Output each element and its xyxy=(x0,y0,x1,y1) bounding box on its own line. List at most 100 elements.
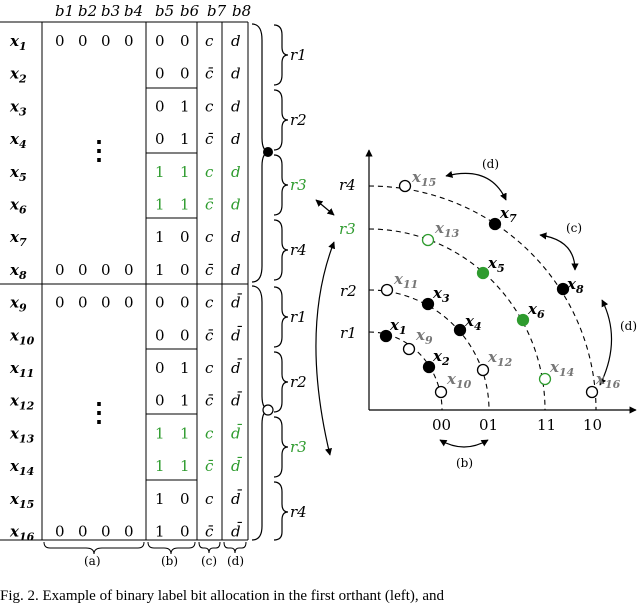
cell-x9-b5: 0 xyxy=(155,294,165,312)
x-ticks: 00 01 11 10 xyxy=(432,416,602,434)
point-label-x5: x5 xyxy=(487,254,505,275)
label-c: (c) xyxy=(201,554,217,568)
cell-x5-b8: d xyxy=(231,163,241,181)
table-grid xyxy=(0,21,249,541)
cell-x1-b5: 0 xyxy=(155,32,165,50)
cell-x12-b8: d̄ xyxy=(231,391,242,409)
plot-r2: r2 xyxy=(340,282,357,300)
tick-11: 11 xyxy=(537,416,556,434)
plot-radius-labels: r1 r2 r3 r4 xyxy=(339,176,357,342)
point-label-x12: x12 xyxy=(487,348,513,369)
row-label-x2: x2 xyxy=(9,65,27,86)
table-r4-upper: r4 xyxy=(290,241,307,259)
row-label-x9: x9 xyxy=(9,294,27,315)
point-label-x2: x2 xyxy=(432,347,450,368)
cell-x1-b6: 0 xyxy=(180,32,190,50)
point-label-x10: x10 xyxy=(446,370,472,391)
ellipsis-upper: ⋮ xyxy=(86,136,112,166)
table-r1-lower: r1 xyxy=(290,308,307,326)
cell-x11-b8: d̄ xyxy=(231,359,242,377)
row-label-x5: x5 xyxy=(9,163,27,184)
cell-x8-b3: 0 xyxy=(101,261,111,279)
row-label-x1: x1 xyxy=(9,32,27,53)
label-b: (b) xyxy=(161,554,178,568)
point-label-x11: x11 xyxy=(393,270,418,291)
cell-x6-b7: c̄ xyxy=(205,196,214,214)
cell-x13-b6: 1 xyxy=(180,424,190,442)
point-x14 xyxy=(538,372,552,386)
row-label-x6: x6 xyxy=(9,196,27,217)
row-label-x16: x16 xyxy=(9,523,35,544)
cell-x5-b7: c xyxy=(205,163,214,181)
column-headers: b1 b2 b3 b4 b5 b6 b7 b8 xyxy=(55,2,251,20)
cell-x4-b5: 0 xyxy=(155,130,165,148)
cell-x16-b7: c̄ xyxy=(205,523,214,541)
cell-x15-b6: 0 xyxy=(180,490,190,508)
plot-axes xyxy=(365,149,637,414)
cell-x1-b3: 0 xyxy=(101,32,111,50)
cell-x12-b7: c̄ xyxy=(205,392,214,410)
point-x12 xyxy=(476,363,490,377)
col-b3: b3 xyxy=(101,2,120,20)
point-label-x4: x4 xyxy=(464,312,482,333)
label-d: (d) xyxy=(227,554,244,568)
constellation-plot: r1 r2 r3 r4 00 01 11 10 (d) (c) (d) (b) … xyxy=(339,149,637,470)
point-x3 xyxy=(421,297,435,311)
cell-x11-b6: 1 xyxy=(180,359,190,377)
point-x10 xyxy=(434,385,448,399)
cell-x12-b6: 1 xyxy=(180,392,190,410)
table-r3-upper: r3 xyxy=(290,176,307,194)
cell-x9-b8: d̄ xyxy=(231,293,242,311)
cell-x8-b8: d xyxy=(231,261,241,279)
link-arrows xyxy=(315,199,336,456)
table-r3-lower: r3 xyxy=(290,438,307,456)
cell-x6-b6: 1 xyxy=(180,196,190,214)
plot-r1: r1 xyxy=(340,324,357,342)
col-b6: b6 xyxy=(180,2,200,20)
col-b7: b7 xyxy=(207,2,227,20)
cell-x7-b7: c xyxy=(205,228,214,246)
cell-x7-b6: 0 xyxy=(180,228,190,246)
cell-x7-b8: d xyxy=(231,228,241,246)
point-label-x16: x16 xyxy=(595,370,621,391)
row-label-x15: x15 xyxy=(9,490,34,511)
col-b8: b8 xyxy=(232,2,251,20)
cell-x9-b2: 0 xyxy=(78,294,88,312)
cell-x5-b5: 1 xyxy=(155,163,165,181)
table-r1-upper: r1 xyxy=(290,46,307,64)
cell-x14-b8: d̄ xyxy=(231,457,242,475)
cell-x8-b6: 0 xyxy=(180,261,190,279)
point-x15 xyxy=(398,179,412,193)
point-x6 xyxy=(516,313,530,327)
cell-x8-b7: c̄ xyxy=(205,261,214,279)
cell-x10-b6: 0 xyxy=(180,326,190,344)
table-r2-upper: r2 xyxy=(290,111,307,129)
cell-x1-b4: 0 xyxy=(124,32,134,50)
cell-x4-b6: 1 xyxy=(180,130,190,148)
swap-label-b: (b) xyxy=(456,456,473,470)
row-label-x3: x3 xyxy=(9,97,27,118)
cell-x16-b3: 0 xyxy=(101,523,111,541)
bottom-labels: (a) (b) (c) (d) xyxy=(84,554,244,568)
swap-label-c: (c) xyxy=(566,221,582,235)
row-label-x14: x14 xyxy=(9,457,34,478)
point-label-x6: x6 xyxy=(527,300,545,321)
radius-braces xyxy=(251,23,289,541)
cell-x2-b7: c̄ xyxy=(205,65,214,83)
col-b5: b5 xyxy=(155,2,174,20)
cell-x15-b7: c xyxy=(205,490,214,508)
cell-x16-b1: 0 xyxy=(55,523,65,541)
row-label-x8: x8 xyxy=(9,261,27,282)
cell-x15-b8: d̄ xyxy=(231,490,242,508)
cell-x12-b5: 0 xyxy=(155,392,165,410)
row-label-x11: x11 xyxy=(9,359,34,380)
swap-label-d-right: (d) xyxy=(620,319,637,333)
row-label-x4: x4 xyxy=(9,130,27,151)
cell-x10-b5: 0 xyxy=(155,326,165,344)
cell-x13-b5: 1 xyxy=(155,424,165,442)
swap-labels: (d) (c) (d) (b) xyxy=(456,157,637,470)
point-x11 xyxy=(380,283,394,297)
